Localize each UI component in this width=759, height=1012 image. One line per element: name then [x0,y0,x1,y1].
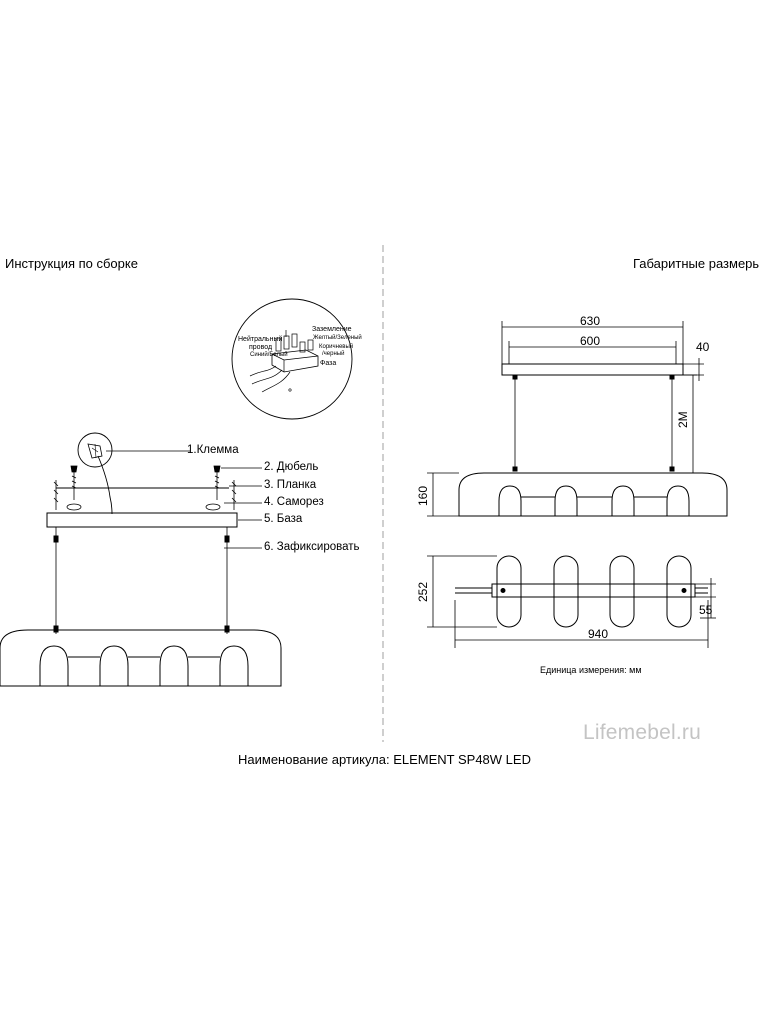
dim-body-height: 160 [416,485,430,506]
screw-hole-left [66,503,82,511]
wiring-phase-color-1: Коричневый [319,344,354,350]
assembly-heading: Инструкция по сборке [5,256,138,271]
dim-plate-inner: 600 [580,334,601,348]
part-3-label: 3. Планка [264,479,317,491]
part-2-label: 2. Дюбель [264,461,319,473]
wiring-ground-color: Желтый/Зеленый [313,335,362,341]
lamp-body-front [0,629,282,687]
front-elevation [427,321,728,517]
wiring-neutral-label-2: провод [249,344,273,351]
terminal-detail [77,432,113,515]
dowels [53,465,237,510]
dim-body-depth: 252 [416,581,430,602]
part-5-label: 5. База [264,513,303,525]
product-name: Наименование артикула: ELEMENT SP48W LED [238,752,531,767]
watermark: Lifemebel.ru [583,721,701,744]
dim-plate-outer: 630 [580,314,601,328]
wiring-neutral-label-1: Нейтральный [238,336,283,343]
dimensions-heading: Габаритные размеры [633,256,759,271]
wiring-neutral-color: Синий/Белый [250,352,288,358]
part-4-label: 4. Саморез [264,496,324,508]
dim-cable-length: 2M [676,411,690,428]
part-1-label: 1.Клемма [187,444,239,456]
part-6-label: 6. Зафиксировать [264,541,360,553]
unit-note: Единица измерения: мм [540,665,642,675]
ceiling-base [46,512,238,528]
screw-hole-right [205,503,221,511]
dim-plate-height: 40 [696,340,710,354]
dim-body-length: 940 [588,627,609,641]
wiring-detail [231,298,353,420]
wiring-phase-label: Фаза [320,360,337,367]
leader-lines [106,450,262,549]
wiring-ground-label: Заземление [312,326,352,333]
wiring-phase-color-2: /черный [322,351,345,357]
plan-view [427,555,716,648]
dim-plate-width: 55 [699,603,713,617]
